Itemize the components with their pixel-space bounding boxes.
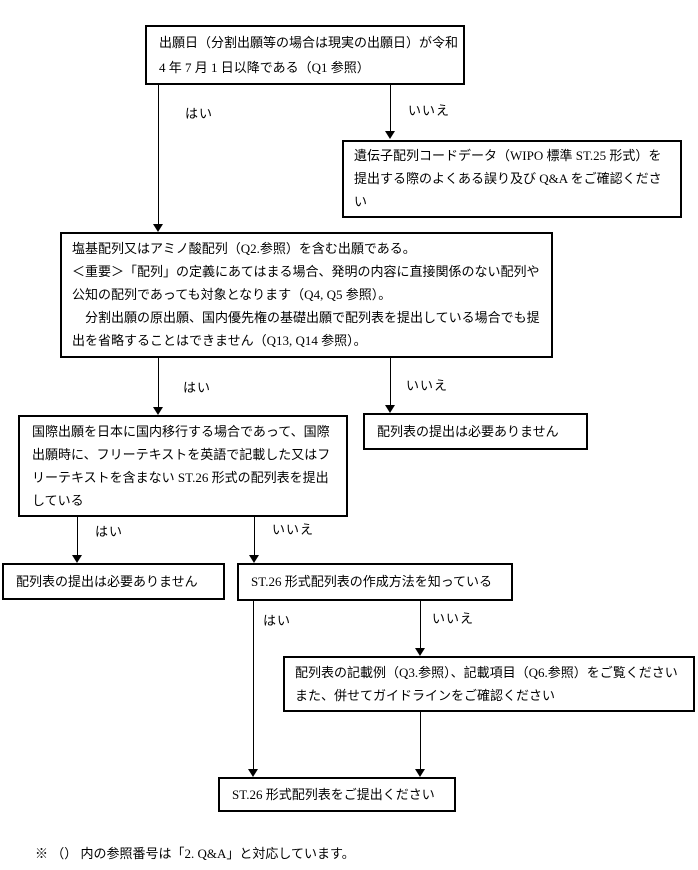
label-no: いいえ [272,522,315,537]
node-contains-sequence: 塩基配列又はアミノ酸配列（Q2.参照）を含む出願である。 ＜重要＞「配列」の定義… [60,232,553,358]
node-knows-st26-creation: ST.26 形式配列表の作成方法を知っている [237,563,513,601]
label-no: いいえ [406,378,449,393]
connector-filingdate-yes [158,85,159,225]
node-no-submission-needed-left: 配列表の提出は必要ありません [2,563,225,600]
label-no: いいえ [408,103,451,118]
connector-entry-yes [77,517,78,557]
connector-examples-submit [420,712,421,770]
text-line: 国際出願を日本に国内移行する場合であって、国際 [32,424,330,439]
text-line: している [32,493,84,508]
connector-filingdate-no [390,85,391,132]
text-line: また、併せてガイドラインをご確認ください [295,688,556,703]
text-line: 4 年 7 月 1 日以降である（Q1 参照） [159,60,370,75]
connector-sequence-yes [158,358,159,408]
node-see-examples: 配列表の記載例（Q3.参照）、記載項目（Q6.参照）をご覧ください また、併せて… [283,656,695,712]
label-no: いいえ [432,611,475,626]
text-line: 配列表の提出は必要ありません [16,574,198,589]
label-yes: はい [183,380,212,395]
node-filing-date: 出願日（分割出願等の場合は現実の出願日）が令和 4 年 7 月 1 日以降である… [145,25,465,85]
text-line: ST.26 形式配列表の作成方法を知っている [251,574,493,589]
text-line: 遺伝子配列コードデータ（WIPO 標準 ST.25 形式）を [354,148,662,163]
arrowhead-down-icon [385,405,395,413]
arrowhead-down-icon [153,224,163,232]
footnote: ※ （） 内の参照番号は「2. Q&A」と対応しています。 [35,846,355,861]
text-line: 出願時に、フリーテキストを英語で記載した又はフ [32,447,331,462]
node-international-entry: 国際出願を日本に国内移行する場合であって、国際 出願時に、フリーテキストを英語で… [18,415,348,517]
text-line: ST.26 形式配列表をご提出ください [232,787,435,802]
connector-knows-no [420,601,421,649]
connector-entry-no [254,517,255,557]
text-line: 出願日（分割出願等の場合は現実の出願日）が令和 [159,35,459,50]
label-yes: はい [263,613,292,628]
text-line: い [354,194,368,209]
arrowhead-down-icon [415,648,425,656]
text-line: 配列表の記載例（Q3.参照）、記載項目（Q6.参照）をご覧ください [295,665,678,680]
node-submit-st26: ST.26 形式配列表をご提出ください [218,777,456,812]
label-yes: はい [95,524,124,539]
arrowhead-down-icon [248,769,258,777]
text-line: 分割出願の原出願、国内優先権の基礎出願で配列表を提出している場合でも提 [72,310,540,325]
arrowhead-down-icon [72,555,82,563]
text-line: 配列表の提出は必要ありません [377,424,559,439]
label-yes: はい [185,106,214,121]
arrowhead-down-icon [153,407,163,415]
text-line: 提出する際のよくある誤り及び Q&A をご確認くださ [354,171,662,186]
text-line: 出を省略することはできません（Q13, Q14 参照）。 [72,333,367,348]
text-line: リーテキストを含まない ST.26 形式の配列表を提出 [32,470,329,485]
node-st25-notice: 遺伝子配列コードデータ（WIPO 標準 ST.25 形式）を 提出する際のよくあ… [342,140,682,218]
text-line: 塩基配列又はアミノ酸配列（Q2.参照）を含む出願である。 [72,241,416,256]
connector-sequence-no [390,358,391,406]
connector-knows-yes [253,601,254,771]
arrowhead-down-icon [415,769,425,777]
node-no-submission-needed-right: 配列表の提出は必要ありません [363,413,588,450]
text-line: ＜重要＞「配列」の定義にあてはまる場合、発明の内容に直接関係のない配列や [72,264,540,279]
arrowhead-down-icon [249,555,259,563]
text-line: 公知の配列であっても対象となります（Q4, Q5 参照）。 [72,287,392,302]
arrowhead-down-icon [385,131,395,139]
